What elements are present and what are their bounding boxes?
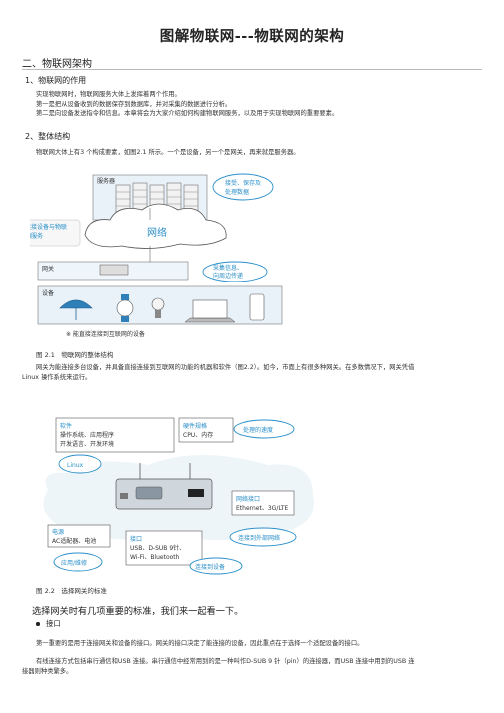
subheading-role: 1、物联网的作用 <box>25 76 87 85</box>
note-connect-line1: 连接设备与物联 <box>30 223 67 231</box>
paragraph-wired: 有线连接方式包括串行通信和USB 连接。串行通信中经常用到的是一种叫作D-SUB… <box>22 658 415 675</box>
umbrella-icon <box>59 299 93 309</box>
use-env-label: 应用/维修 <box>61 559 87 567</box>
gateway-hardware-icon <box>115 478 213 510</box>
network-title: 网络接口 <box>236 495 260 503</box>
bulb-icon <box>151 297 165 311</box>
bullet-interface: 接口 <box>46 619 61 628</box>
watch-icon <box>116 299 134 317</box>
figure1-caption: 图 2.1 物联网的整体结构 <box>36 351 114 359</box>
gateway-device-icon <box>99 264 129 276</box>
paragraph-structure: 物联网大体上有3 个构成要素，如图2.1 所示。一个是设备，另一个是网关，再来就… <box>36 149 300 156</box>
figure2-caption: 图 2.2 选择网关的标准 <box>36 587 107 595</box>
use-env-bubble <box>53 552 103 572</box>
gateway-label: 网关 <box>42 265 54 273</box>
power-title: 电源 <box>52 528 64 536</box>
note-accumulate-line1: 接受、保存及 <box>225 179 261 187</box>
paragraph-gateway: 网关为能连接多台设备，并具备直接连接到互联网的功能的机器和软件（图2.2）。如今… <box>22 364 415 381</box>
hardware-title: 硬件规格 <box>183 422 207 430</box>
software-box <box>55 417 175 453</box>
hardware-box <box>178 417 234 443</box>
note-connect-line2: 网服务 <box>30 232 43 240</box>
paragraph-interface: 第一重要的是用于连接网关和设备的接口。网关的接口决定了能连接的设备，因此重点在于… <box>36 640 364 647</box>
software-line1: 操作系统、应用程序 <box>60 431 114 439</box>
interface-box <box>125 530 203 566</box>
process-label: 处理的速度 <box>243 426 273 434</box>
subheading-structure: 2、整体结构 <box>25 132 71 141</box>
software-line2: 开发语言、开发环境 <box>60 440 114 448</box>
network-line: Ethernet、3G/LTE <box>236 505 289 512</box>
note-accumulate-line2: 处理数据 <box>225 188 249 196</box>
note-accumulate-bubble <box>212 173 274 201</box>
cloud-shape <box>84 203 227 249</box>
figure-iot-structure: 服务器 接受、保存及 处理数据 网络 连接设备与物联 网服务 网关 采集信息、 … <box>30 173 274 282</box>
dev-conn-bubble <box>189 557 243 575</box>
software-title: 软件 <box>60 422 72 430</box>
linux-bubble <box>58 454 102 474</box>
net-conn-label: 连接到外部网络 <box>238 534 280 542</box>
network-box <box>231 490 295 516</box>
phone-icon <box>249 293 265 321</box>
section-heading: 二、物联网架构 <box>22 59 92 70</box>
interface-line2: Wi-Fi、Bluetooth <box>130 554 180 561</box>
power-line: AC适配器、电池 <box>52 537 96 545</box>
bullet-dot-icon <box>36 622 40 626</box>
dev-conn-label: 连接到设备 <box>195 563 225 571</box>
figure-iot-devices: 设备 ※ 能直接连接到互联网的设备 <box>37 285 283 338</box>
note-collect-line2: 向周边传递 <box>213 272 243 280</box>
net-conn-bubble <box>229 527 297 547</box>
server-label: 服务器 <box>97 177 115 185</box>
note-collect-bubble <box>202 261 268 282</box>
figure1-footnote: ※ 能直接连接到互联网的设备 <box>66 330 145 338</box>
interface-line1: USB、D-SUB 9针、 <box>130 544 185 552</box>
devices-label: 设备 <box>42 289 54 297</box>
note-connect-box <box>30 219 81 247</box>
interface-title: 接口 <box>130 535 142 543</box>
laptop-icon <box>184 317 236 323</box>
figure-gateway-criteria: 软件 操作系统、应用程序 开发语言、开发环境 Linux 硬件规格 CPU、内存… <box>43 417 314 575</box>
linux-label: Linux <box>67 462 84 469</box>
section-divider <box>22 69 482 70</box>
power-box <box>47 524 111 548</box>
process-bubble <box>233 419 295 439</box>
hardware-line: CPU、内存 <box>183 431 213 439</box>
lead-sentence: 选择网关时有几项重要的标准，我们来一起看一下。 <box>32 606 244 617</box>
page-title: 图解物联网---物联网的架构 <box>159 29 345 45</box>
paragraph-role: 实现物联网时，物联网服务大体上发挥着两个作用。 第一是把从设备收到的数据保存到数… <box>36 91 339 118</box>
note-collect-line1: 采集信息、 <box>213 264 243 272</box>
cloud-label: 网络 <box>147 226 167 239</box>
